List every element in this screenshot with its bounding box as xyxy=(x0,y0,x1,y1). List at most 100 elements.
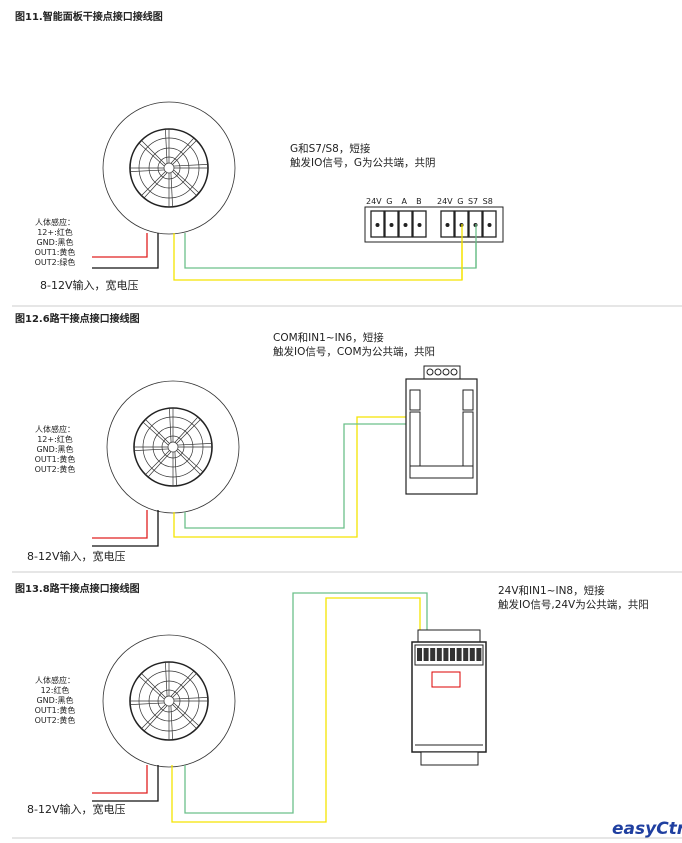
lens-segment xyxy=(142,421,169,446)
terminal xyxy=(450,648,455,661)
wire-green xyxy=(184,423,410,529)
lens-segment xyxy=(172,140,197,165)
sensor-label: OUT1:黄色 xyxy=(34,455,76,464)
module-terminal xyxy=(409,389,421,411)
terminal xyxy=(443,648,449,661)
wire-black xyxy=(92,233,159,269)
lens-segment xyxy=(176,419,201,444)
module-terminal xyxy=(409,411,421,467)
terminal-screw xyxy=(375,223,380,227)
wire-red xyxy=(92,765,148,794)
terminal-label: S7 xyxy=(467,197,479,206)
lens-segment xyxy=(172,171,197,196)
wire-yellow xyxy=(173,416,410,538)
lens-segment xyxy=(145,450,170,475)
terminal-screw xyxy=(445,223,450,227)
lens-segment xyxy=(173,702,200,727)
figure-11-title: 图11.智能面板干接点接口接线图 xyxy=(15,12,163,23)
sensor-label: OUT2:黄色 xyxy=(34,716,76,725)
lens-segment xyxy=(170,172,173,207)
lens-segment xyxy=(170,705,173,740)
terminal xyxy=(463,648,469,661)
sensor-label: 12:红色 xyxy=(40,686,70,695)
lens-segment xyxy=(147,451,172,478)
terminal-label: 24V xyxy=(437,197,453,206)
terminal xyxy=(476,648,482,661)
wire-black xyxy=(92,765,159,802)
sensor-label: 人体感应： xyxy=(35,676,75,685)
terminal-label: G xyxy=(386,197,393,206)
terminal xyxy=(423,648,429,661)
figure-12-note-2: 触发IO信号，COM为公共端，共阳 xyxy=(273,346,436,358)
lens-segment xyxy=(165,129,168,164)
wire-yellow xyxy=(171,597,421,823)
lens-segment xyxy=(138,142,165,167)
module-terminal xyxy=(462,411,474,467)
lens-segment xyxy=(134,448,169,451)
lens-segment xyxy=(176,450,201,475)
lens-segment xyxy=(174,451,177,486)
terminal xyxy=(430,648,436,661)
terminal xyxy=(469,648,475,661)
dip-switch xyxy=(409,465,474,479)
lens-segment xyxy=(172,673,197,698)
lens-segment xyxy=(143,705,168,732)
sensor-label: 12+:红色 xyxy=(37,435,73,444)
easyctrl-logo: easyCtrl xyxy=(612,819,682,839)
sensor-label: OUT2:黄色 xyxy=(34,465,76,474)
lens-segment xyxy=(130,169,165,172)
led-display xyxy=(431,671,461,688)
figure-13-note-1: 24V和IN1~IN8，短接 xyxy=(498,585,605,597)
terminal-screw xyxy=(403,223,408,227)
terminal-label: A xyxy=(401,197,407,206)
sensor-label: 人体感应： xyxy=(35,218,75,227)
lens-segment xyxy=(177,443,212,446)
sensor-label: GND:黑色 xyxy=(36,696,74,705)
sensor-label: GND:黑色 xyxy=(36,238,74,247)
connector-screw xyxy=(426,368,434,376)
lens-segment xyxy=(130,702,165,705)
terminal-labels-right: 24V G S7 S8 xyxy=(437,197,493,206)
lens-segment xyxy=(170,670,195,697)
sensor-label: GND:黑色 xyxy=(36,445,74,454)
lens-segment xyxy=(173,169,200,194)
lens-segment xyxy=(172,704,197,729)
lens-segment xyxy=(141,171,166,196)
figure-13-power: 8-12V输入，宽电压 xyxy=(27,803,126,816)
figure-13-title: 图13.8路干接点接口接线图 xyxy=(15,584,140,595)
lens-segment xyxy=(143,172,168,199)
figure-12-title: 图12.6路干接点接口接线图 xyxy=(15,314,140,325)
lens-segment xyxy=(173,164,208,167)
wire-green xyxy=(184,592,428,814)
lens-segment xyxy=(177,448,204,473)
connector-screw xyxy=(442,368,450,376)
figure-11-note-1: G和S7/S8，短接 xyxy=(290,143,371,155)
terminal-label: G xyxy=(457,197,464,206)
lens-segment xyxy=(141,673,166,698)
connector-screw xyxy=(434,368,442,376)
sensor-label: OUT1:黄色 xyxy=(34,706,76,715)
lens-segment xyxy=(145,419,170,444)
terminal xyxy=(456,648,462,661)
connector-screw xyxy=(450,368,458,376)
lens-segment xyxy=(141,140,166,165)
module-terminal xyxy=(462,389,474,411)
sensor-label: 12+:红色 xyxy=(37,228,73,237)
terminal-label: S8 xyxy=(482,197,493,206)
terminal xyxy=(417,648,422,661)
terminal-label: B xyxy=(416,197,422,206)
terminal-label: 24V xyxy=(366,197,382,206)
wire-black xyxy=(92,510,159,547)
figure-11-note-2: 触发IO信号，G为公共端，共阴 xyxy=(290,157,436,169)
terminal-screw xyxy=(487,223,492,227)
mount-tab-bottom xyxy=(420,751,479,766)
sensor-label: OUT2:绿色 xyxy=(34,258,76,267)
wire-red xyxy=(92,510,148,539)
figure-12-power: 8-12V输入，宽电压 xyxy=(27,550,126,563)
terminal xyxy=(436,648,442,661)
lens-segment xyxy=(169,408,172,443)
